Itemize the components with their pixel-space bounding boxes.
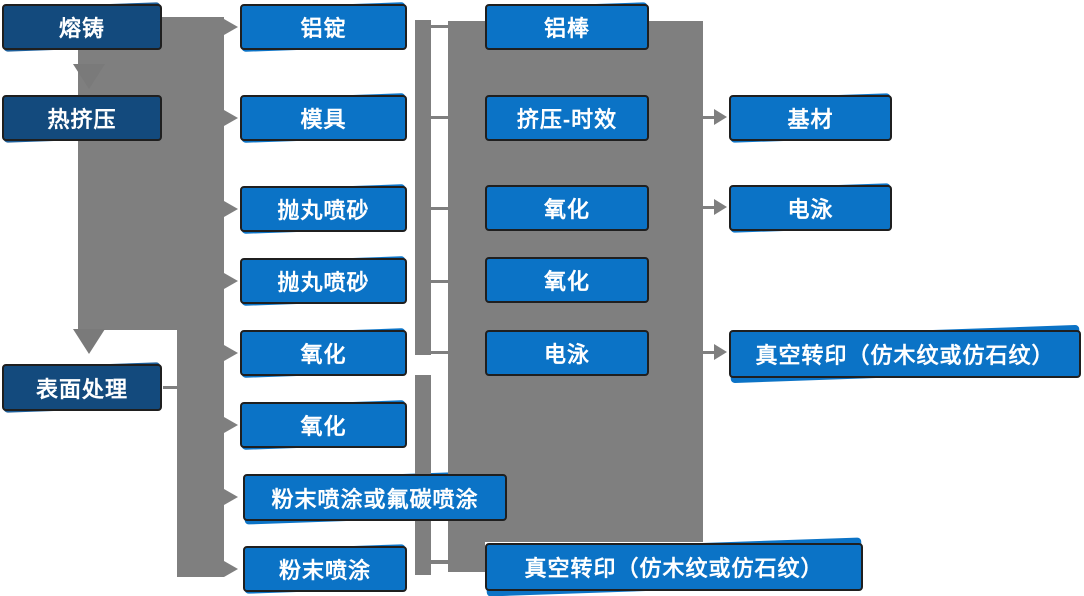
node-vacuum-transfer-1: 真空转印（仿木纹或仿石纹） [729, 330, 1081, 378]
node-surface-treatment: 表面处理 [2, 364, 162, 411]
right-arrow-icon [224, 417, 238, 433]
arrow-stem [703, 116, 715, 119]
node-powder-coating: 粉末喷涂 [243, 546, 407, 592]
arrow-stem [703, 206, 715, 209]
node-extrusion-aging: 挤压-时效 [485, 95, 649, 141]
node-electrophoresis-1: 电泳 [485, 330, 649, 376]
connector-tick [415, 351, 448, 354]
node-vacuum-transfer-2: 真空转印（仿木纹或仿石纹） [485, 543, 863, 591]
right-arrow-icon [224, 201, 238, 217]
node-base-material: 基材 [729, 95, 892, 141]
right-arrow-icon [224, 561, 238, 577]
node-aluminum-ingot: 铝锭 [240, 4, 407, 50]
node-hot-extrusion: 热挤压 [2, 95, 162, 141]
connector-tick [415, 560, 485, 564]
right-arrow-icon [224, 19, 238, 35]
node-shot-blasting-1: 抛丸喷砂 [240, 186, 407, 232]
node-melting-casting: 熔铸 [2, 4, 162, 50]
node-aluminum-rod: 铝棒 [485, 4, 649, 50]
connector-tick [415, 25, 448, 28]
right-arrow-icon [224, 489, 238, 505]
node-powder-or-fluorocarbon-coating: 粉末喷涂或氟碳喷涂 [243, 474, 507, 521]
right-arrow-icon [224, 273, 238, 289]
connector-surface-treatment [163, 386, 178, 389]
node-mold: 模具 [240, 95, 407, 141]
node-oxidation-4: 氧化 [485, 257, 649, 303]
right-arrow-icon [224, 110, 238, 126]
down-arrow-icon [73, 329, 105, 354]
node-oxidation-3: 氧化 [485, 185, 649, 231]
node-shot-blasting-2: 抛丸喷砂 [240, 258, 407, 304]
down-arrow-icon [73, 64, 105, 89]
flow-block-stub [448, 542, 485, 572]
right-arrow-icon [714, 344, 727, 360]
node-electrophoresis-2: 电泳 [729, 185, 892, 231]
right-arrow-icon [714, 199, 727, 215]
flow-bar-middle-upper [415, 20, 431, 355]
connector-tick [415, 280, 448, 283]
connector-tick [415, 207, 448, 210]
node-oxidation-2: 氧化 [240, 402, 407, 448]
right-arrow-icon [714, 109, 727, 125]
right-arrow-icon [224, 345, 238, 361]
flow-bar-left-lower [177, 330, 224, 577]
arrow-stem [703, 351, 715, 354]
connector-tick [415, 116, 448, 119]
node-oxidation-1: 氧化 [240, 330, 407, 376]
